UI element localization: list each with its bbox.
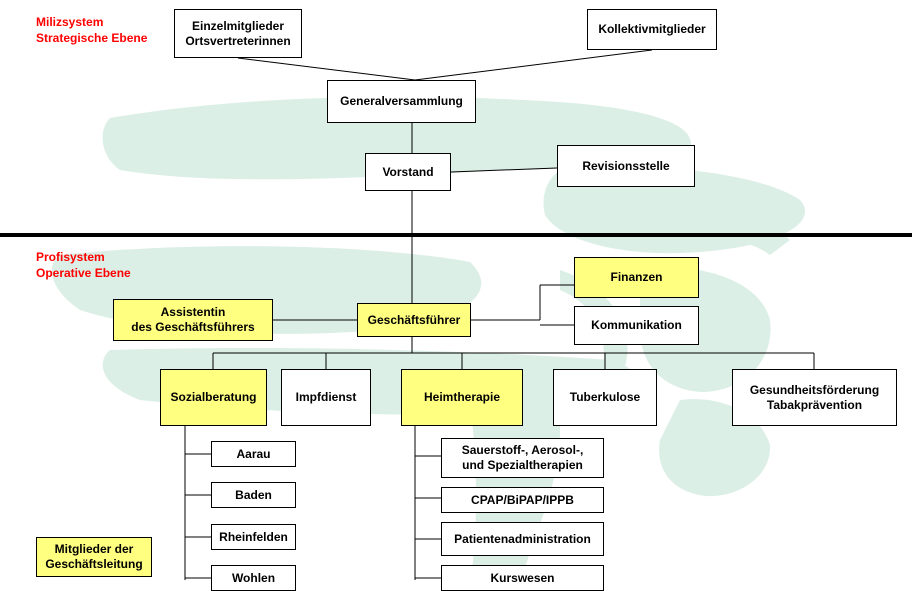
node-heimtherapie: Heimtherapie <box>401 369 523 426</box>
node-cpap: CPAP/BiPAP/IPPB <box>441 487 604 513</box>
node-finanzen: Finanzen <box>574 257 699 298</box>
node-baden: Baden <box>211 482 296 508</box>
node-aarau: Aarau <box>211 441 296 467</box>
node-gesundheitsfoerderung: Gesundheitsförderung Tabakprävention <box>732 369 897 426</box>
node-einzelmitglieder: Einzelmitglieder Ortsvertreterinnen <box>174 9 302 58</box>
militia-level-label: Milizsystem Strategische Ebene <box>36 15 148 45</box>
operative-level-label: Profisystem Operative Ebene <box>36 250 131 280</box>
node-patientenadministration: Patientenadministration <box>441 522 604 556</box>
node-kommunikation: Kommunikation <box>574 306 699 345</box>
node-wohlen: Wohlen <box>211 565 296 591</box>
legend-geschaeftsleitung: Mitglieder der Geschäftsleitung <box>36 537 152 577</box>
node-assistentin: Assistentin des Geschäftsführers <box>113 299 273 341</box>
node-sozialberatung: Sozialberatung <box>160 369 267 426</box>
node-rheinfelden: Rheinfelden <box>211 524 296 550</box>
node-generalversammlung: Generalversammlung <box>327 80 476 123</box>
node-revisionsstelle: Revisionsstelle <box>557 145 695 187</box>
node-impfdienst: Impfdienst <box>281 369 371 426</box>
node-vorstand: Vorstand <box>365 153 451 191</box>
node-kurswesen: Kurswesen <box>441 565 604 591</box>
node-sauerstoff: Sauerstoff-, Aerosol-, und Spezialtherap… <box>441 438 604 478</box>
node-kollektivmitglieder: Kollektivmitglieder <box>587 9 717 50</box>
node-tuberkulose: Tuberkulose <box>553 369 657 426</box>
node-geschaeftsfuehrer: Geschäftsführer <box>357 303 471 337</box>
